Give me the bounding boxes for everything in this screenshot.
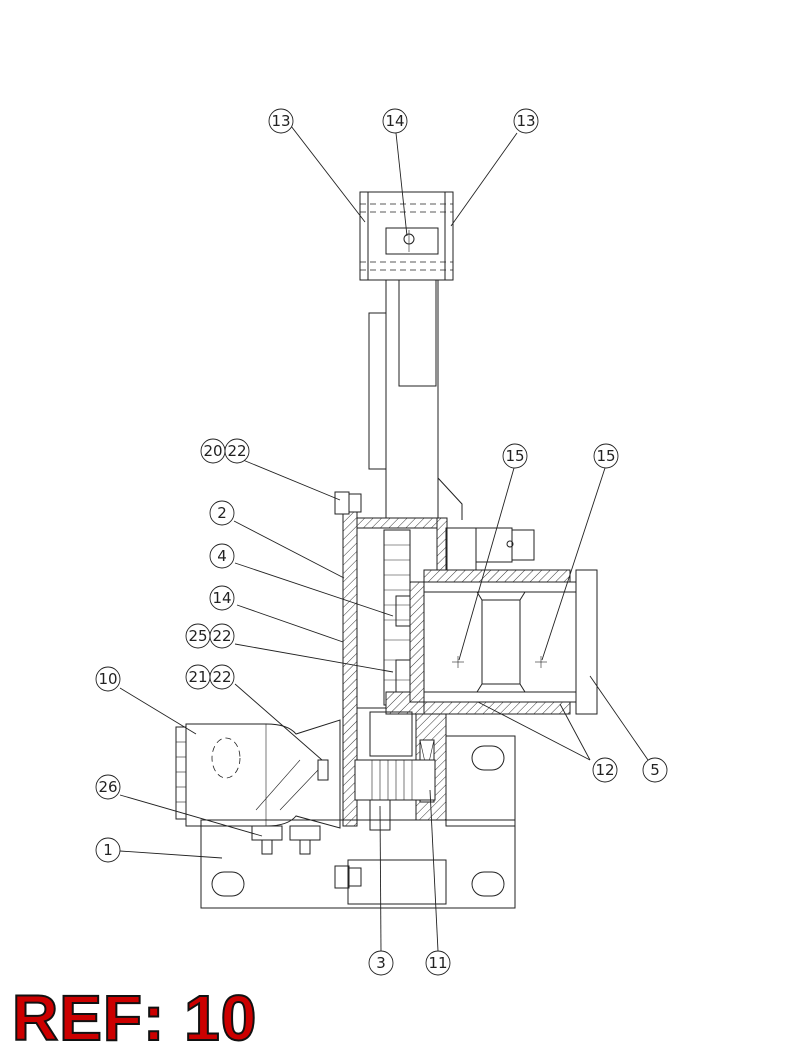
callout-text-second: 22 bbox=[212, 627, 231, 645]
callout-text: 25 bbox=[188, 627, 207, 645]
callout-text: 3 bbox=[376, 954, 386, 972]
callout-text: 4 bbox=[217, 547, 227, 565]
callout-4: 4 bbox=[209, 543, 235, 569]
callout-2: 2 bbox=[209, 500, 235, 526]
callout-text: 15 bbox=[596, 447, 615, 465]
upper-arm bbox=[368, 249, 463, 520]
callout-text: 21 bbox=[188, 668, 207, 686]
callout-text: 14 bbox=[212, 589, 231, 607]
callout-11: 11 bbox=[425, 950, 451, 976]
callout-13-right: 13 bbox=[513, 108, 539, 134]
callout-13-left: 13 bbox=[268, 108, 294, 134]
callout-26: 26 bbox=[95, 774, 121, 800]
callout-15-left: 15 bbox=[502, 443, 528, 469]
clevis-head bbox=[359, 191, 454, 281]
callout-text: 10 bbox=[98, 670, 117, 688]
callout-text: 12 bbox=[595, 761, 614, 779]
hydraulic-motor bbox=[175, 719, 341, 855]
base-plate bbox=[200, 735, 516, 909]
callout-3: 3 bbox=[368, 950, 394, 976]
callout-25-22: 25 22 bbox=[185, 623, 235, 649]
lower-bearing bbox=[354, 711, 447, 831]
callout-text-second: 22 bbox=[227, 442, 246, 460]
callout-10: 10 bbox=[95, 666, 121, 692]
leader-lines bbox=[119, 125, 649, 952]
callout-21-22: 21 22 bbox=[185, 664, 235, 690]
callout-text: 13 bbox=[271, 112, 290, 130]
reference-label: REF: 10 bbox=[11, 981, 258, 1055]
callout-15-right: 15 bbox=[593, 443, 619, 469]
callout-12: 12 bbox=[592, 757, 618, 783]
output-hub bbox=[409, 569, 598, 715]
callout-text: 1 bbox=[103, 841, 113, 859]
callout-14-mid: 14 bbox=[209, 585, 235, 611]
callout-text-second: 22 bbox=[212, 668, 231, 686]
callout-text: 20 bbox=[203, 442, 222, 460]
callout-text: 14 bbox=[385, 112, 404, 130]
callout-text: 15 bbox=[505, 447, 524, 465]
callout-1: 1 bbox=[95, 837, 121, 863]
callout-text: 26 bbox=[98, 778, 117, 796]
callout-20-22: 20 22 bbox=[200, 438, 250, 464]
callout-text: 5 bbox=[650, 761, 660, 779]
callout-5: 5 bbox=[642, 757, 668, 783]
callout-14-top: 14 bbox=[382, 108, 408, 134]
callout-text: 13 bbox=[516, 112, 535, 130]
assembly-drawing: 13 14 13 20 22 15 15 2 4 14 25 22 10 21 … bbox=[95, 108, 668, 976]
callout-text: 11 bbox=[428, 954, 447, 972]
callout-text: 2 bbox=[217, 504, 227, 522]
bolts bbox=[334, 491, 362, 889]
